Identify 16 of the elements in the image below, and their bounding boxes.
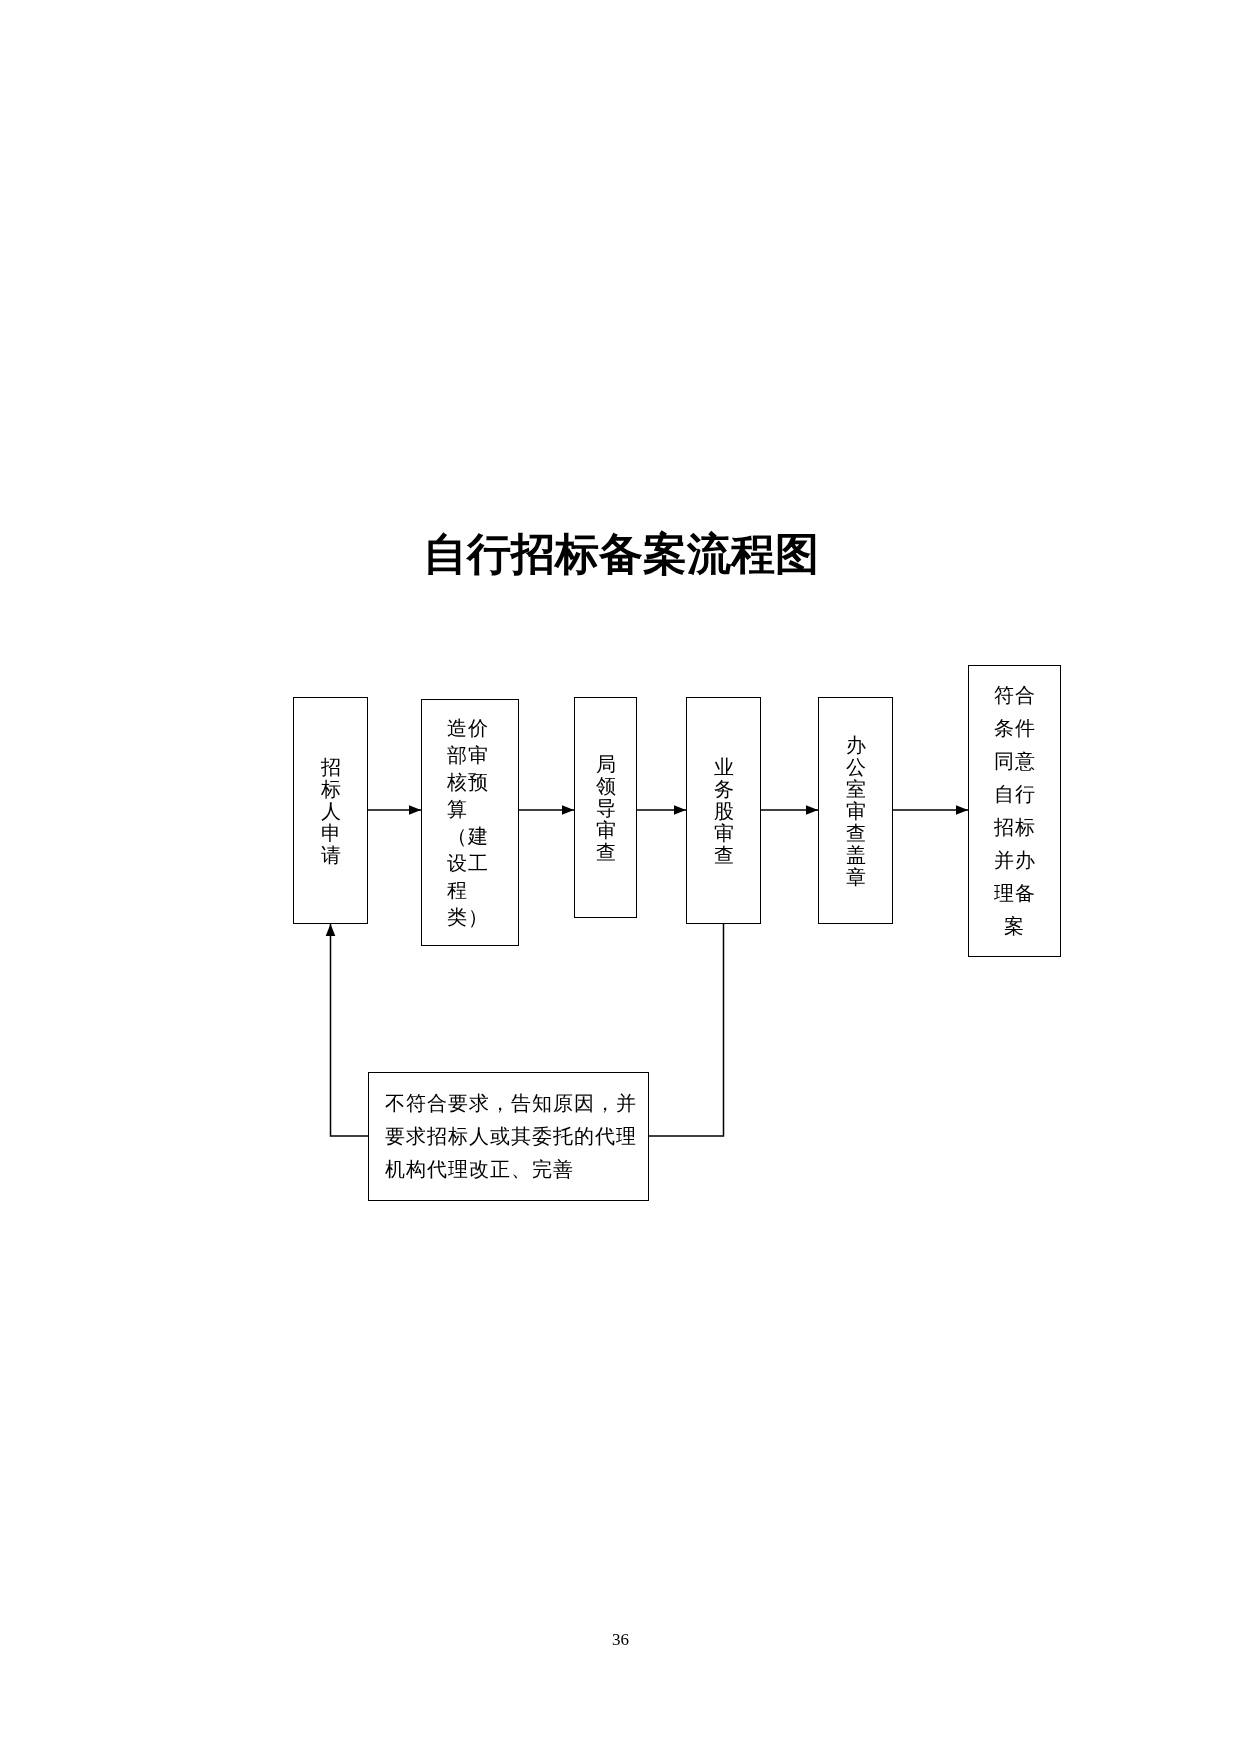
process-box: 符合条件同意自行招标并办理备案 xyxy=(968,665,1061,957)
title: 自行招标备案流程图 xyxy=(421,527,820,581)
process-box: 办公室审查盖章 xyxy=(818,697,893,924)
connector-line xyxy=(648,923,725,1137)
arrow xyxy=(760,805,819,815)
arrow xyxy=(367,805,422,815)
page-number: 36 xyxy=(611,1630,630,1650)
process-box: 不符合要求，告知原因，并要求招标人或其委托的代理机构代理改正、完善 xyxy=(368,1072,649,1201)
process-box: 业务股审查 xyxy=(686,697,761,924)
arrow xyxy=(518,805,575,815)
process-box: 局领导审查 xyxy=(574,697,637,918)
process-box: 造价部审核预算（建设工程类） xyxy=(421,699,519,946)
arrow xyxy=(325,923,369,1137)
process-box: 招标人申请 xyxy=(293,697,368,924)
arrow xyxy=(636,805,687,815)
arrow xyxy=(892,805,969,815)
